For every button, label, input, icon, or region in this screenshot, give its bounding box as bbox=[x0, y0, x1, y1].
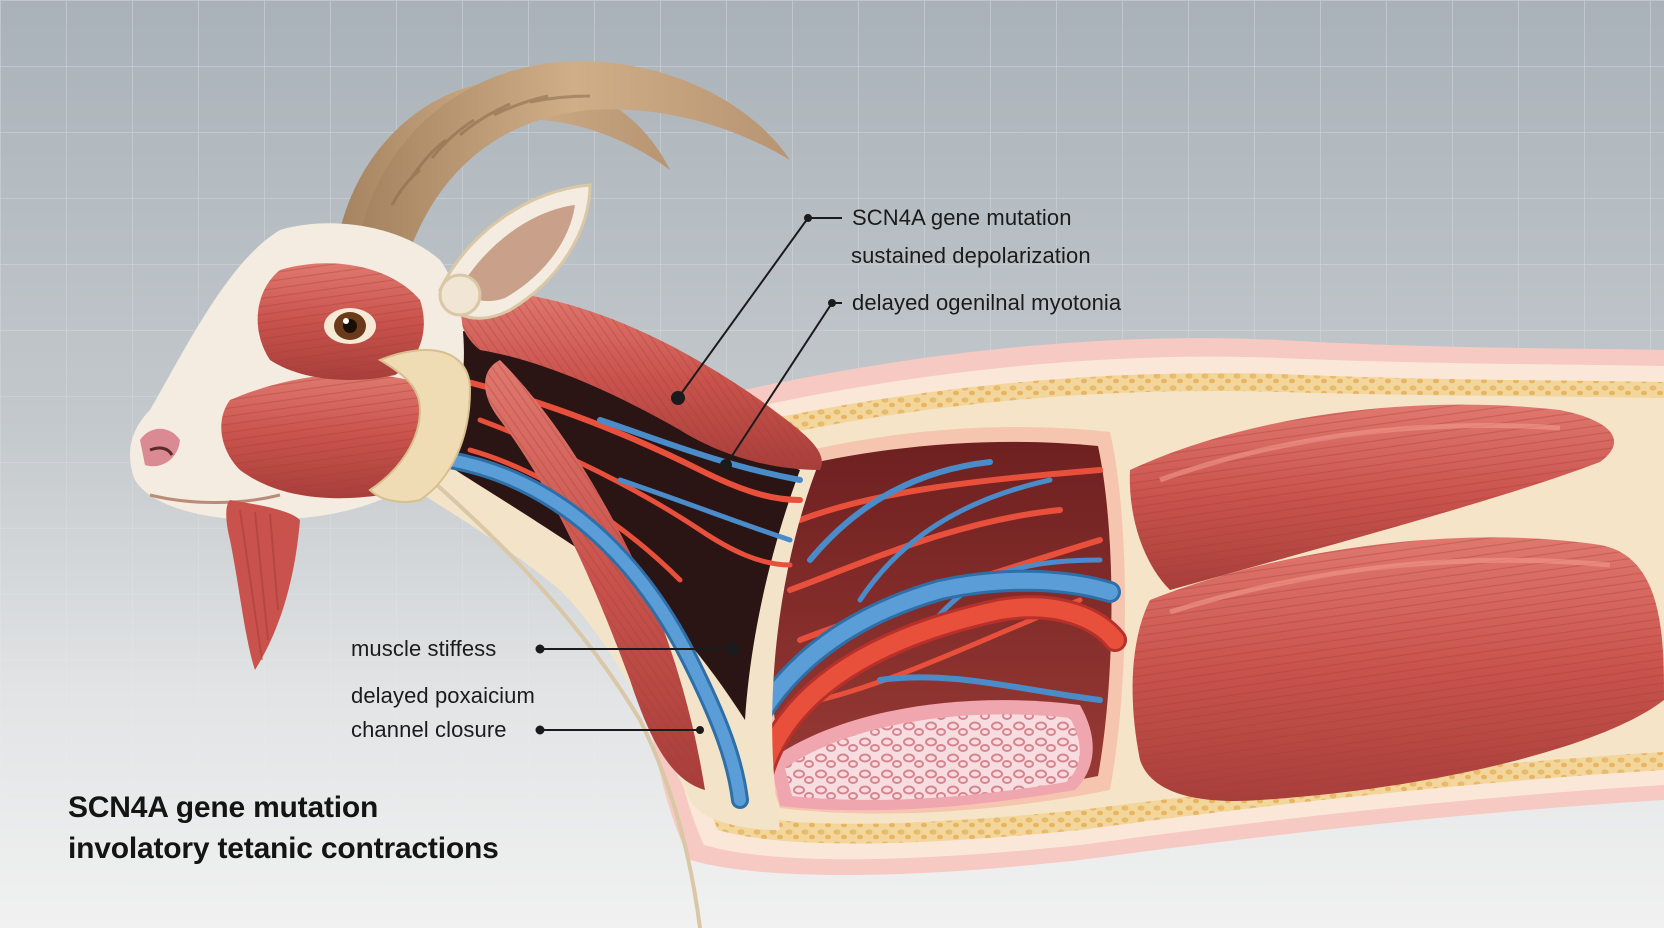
caption-line1: SCN4A gene mutation bbox=[68, 791, 379, 824]
label-delayed-myotonia: delayed ogenilnal myotonia bbox=[852, 290, 1122, 315]
label-delayed-channel-line1: delayed poxaicium bbox=[351, 683, 535, 708]
leader-lines bbox=[535, 214, 842, 735]
caption-line2: involatory tetanic contractions bbox=[68, 832, 499, 865]
label-delayed-channel-line2: channel closure bbox=[351, 717, 507, 742]
goat-neck bbox=[389, 290, 822, 928]
goat-head bbox=[130, 61, 790, 670]
horn-front bbox=[360, 61, 790, 251]
goat-body bbox=[642, 338, 1664, 875]
label-muscle-stiffness: muscle stiffess bbox=[351, 636, 497, 661]
label-sustained-depolarization: sustained depolarization bbox=[851, 243, 1091, 268]
label-gene-mutation: SCN4A gene mutation bbox=[852, 205, 1072, 230]
horn-back bbox=[340, 78, 670, 240]
